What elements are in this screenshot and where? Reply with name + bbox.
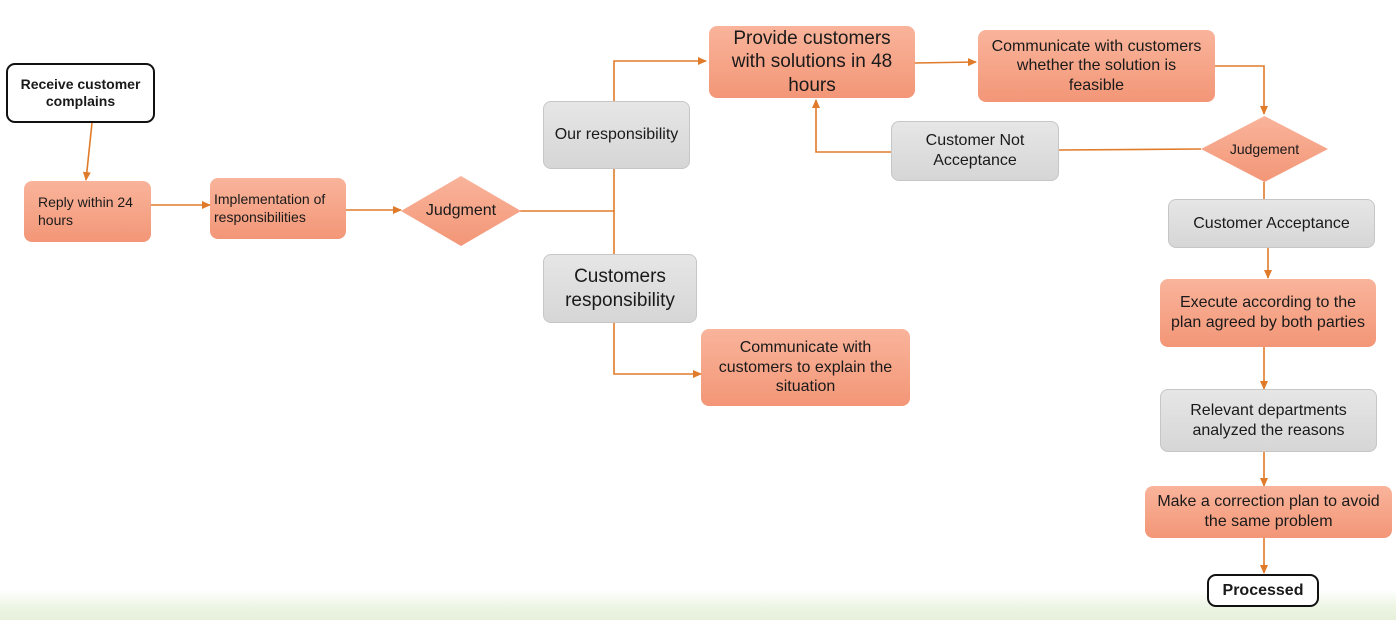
judgment-label: Judgment — [425, 202, 497, 219]
connector-provide-to-communicate — [914, 58, 977, 67]
node-reply-24h: Reply within 24 hours — [24, 181, 151, 242]
connector-receive-to-reply — [82, 122, 93, 181]
background-ground — [0, 590, 1396, 620]
connector-judgement-to-not-acceptance — [1058, 148, 1202, 151]
node-customers-responsibility: Customers responsibility — [543, 254, 697, 323]
node-processed: Processed — [1207, 574, 1319, 607]
connector-not-acceptance-to-provide — [812, 99, 891, 153]
connector-communicate-to-judgement — [1215, 65, 1268, 115]
node-communicate-explain: Communicate with customers to explain th… — [701, 329, 910, 406]
node-relevant-departments: Relevant departments analyzed the reason… — [1160, 389, 1377, 452]
node-receive-complaints: Receive customer complains — [6, 63, 155, 123]
node-customer-acceptance: Customer Acceptance — [1168, 199, 1375, 248]
node-provide-solutions: Provide customers with solutions in 48 h… — [709, 26, 915, 98]
node-correction-plan: Make a correction plan to avoid the same… — [1145, 486, 1392, 538]
node-execute-plan: Execute according to the plan agreed by … — [1160, 279, 1376, 347]
connector-to-communicate-explain — [613, 322, 702, 378]
node-implementation: Implementation of responsibilities — [210, 178, 346, 239]
node-judgement-decision: Judgement — [1201, 116, 1328, 182]
connector-to-provide — [613, 57, 707, 101]
node-communicate-feasible: Communicate with customers whether the s… — [978, 30, 1215, 102]
judgement-label: Judgement — [1229, 141, 1300, 157]
node-customer-not-acceptance: Customer Not Acceptance — [891, 121, 1059, 181]
node-judgment: Judgment — [401, 176, 521, 246]
node-our-responsibility: Our responsibility — [543, 101, 690, 169]
